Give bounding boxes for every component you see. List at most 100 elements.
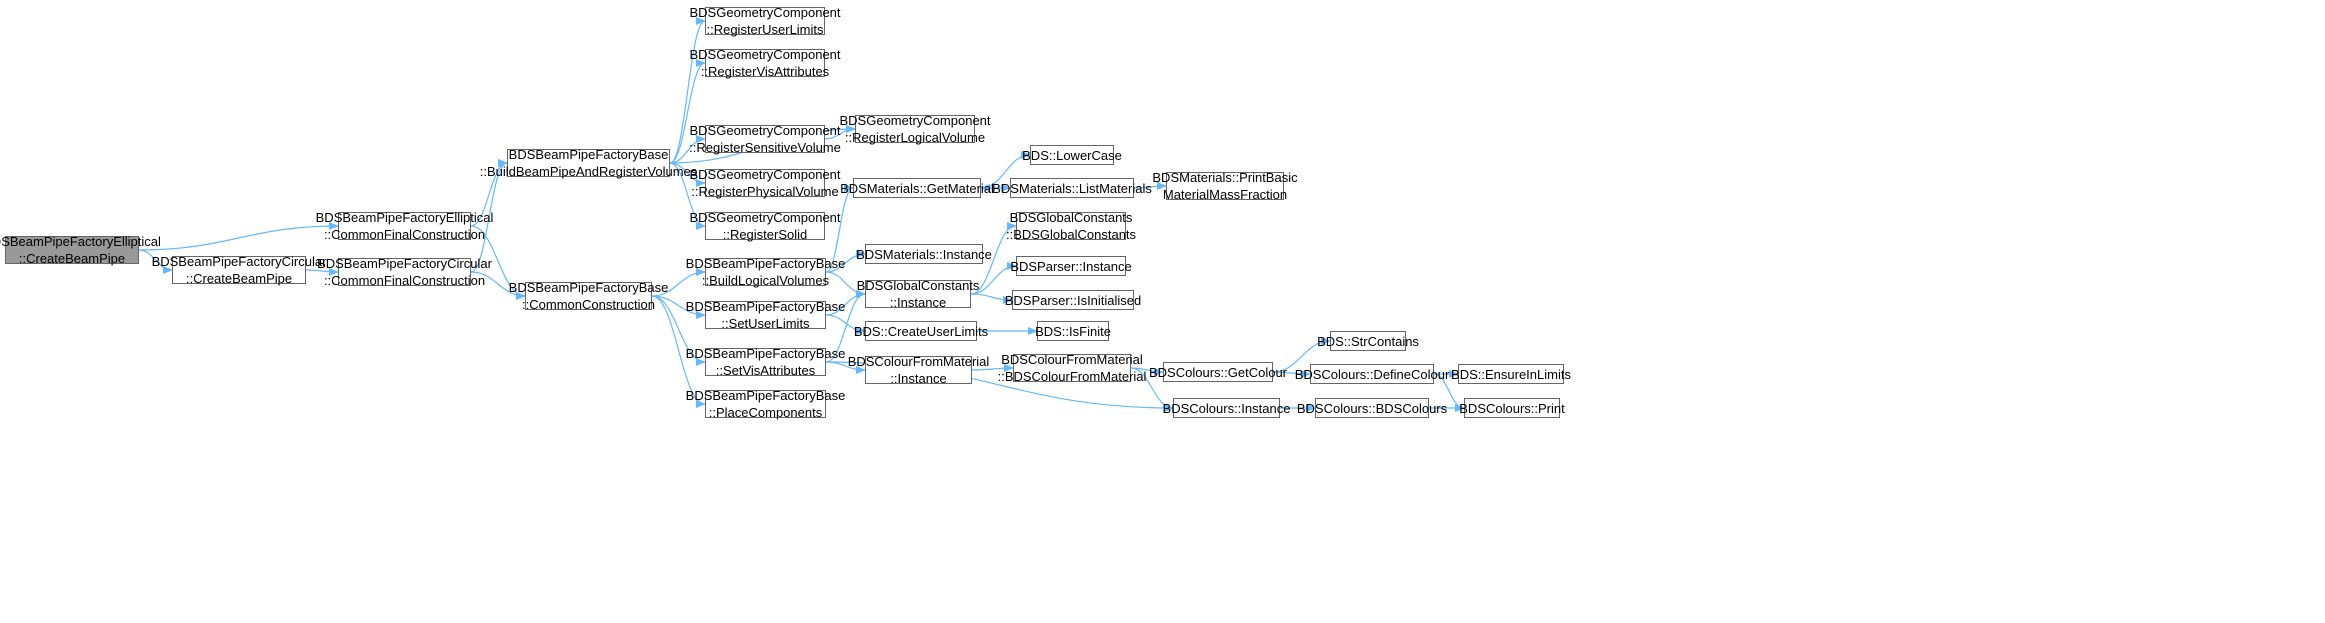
graph-node-label: ::RegisterSensitiveVolume	[689, 140, 841, 155]
graph-node-label: BDSBeamPipeFactoryBase	[508, 147, 669, 162]
graph-node-n15[interactable]: BDSBeamPipeFactoryBase::SetVisAttributes	[686, 346, 846, 378]
graph-node-n4[interactable]: BDSBeamPipeFactoryCircular::CommonFinalC…	[317, 256, 492, 288]
graph-node-label: BDSParser::Instance	[1010, 258, 1132, 274]
graph-node-label: BDSGeometryComponent	[689, 5, 841, 20]
graph-node-n22[interactable]: BDS::LowerCase	[1022, 145, 1122, 165]
graph-node-n33[interactable]: BDSColours::DefineColour	[1295, 364, 1449, 384]
graph-node-n21[interactable]: BDSColourFromMaterial::Instance	[848, 354, 990, 386]
graph-edge-n29-n31	[1130, 367, 1174, 412]
graph-node-n28[interactable]: BDS::IsFinite	[1035, 321, 1111, 341]
graph-node-label: ::CreateBeamPipe	[185, 271, 293, 286]
graph-node-label: BDSGeometryComponent	[839, 113, 991, 128]
graph-node-n29[interactable]: BDSColourFromMaterial::BDSColourFromMate…	[998, 352, 1147, 384]
graph-node-label: BDSColourFromMaterial	[1001, 352, 1143, 367]
graph-node-label: BDSBeamPipeFactoryCircular	[151, 254, 327, 269]
graph-edge-n6-n15	[651, 295, 706, 366]
graph-edge-n6-n16	[651, 295, 706, 408]
graph-node-n9[interactable]: BDSGeometryComponent::RegisterSensitiveV…	[689, 123, 841, 155]
graph-node-label: BDSBeamPipeFactoryCircular	[317, 256, 492, 271]
graph-node-n32[interactable]: BDS::StrContains	[1317, 331, 1419, 351]
graph-node-label: ::Instance	[890, 371, 947, 386]
graph-node-label: ::RegisterVisAttributes	[700, 64, 830, 79]
graph-edge-n4-n5	[470, 159, 508, 273]
graph-node-n10[interactable]: BDSGeometryComponent::RegisterPhysicalVo…	[690, 167, 841, 199]
graph-node-n7[interactable]: BDSGeometryComponent::RegisterUserLimits	[690, 5, 841, 37]
graph-node-label: ::SetVisAttributes	[715, 363, 816, 378]
graph-node-n6[interactable]: BDSBeamPipeFactoryBase::CommonConstructi…	[509, 280, 669, 312]
graph-node-label: BDSColours::DefineColour	[1294, 366, 1450, 382]
graph-node-label: BDSColourFromMaterial	[847, 354, 990, 369]
graph-node-label: ::PlaceComponents	[708, 405, 823, 420]
graph-node-label: BDS::LowerCase	[1022, 147, 1122, 163]
graph-node-label: ::BDSColourFromMaterial	[997, 369, 1147, 384]
graph-node-n13[interactable]: BDSBeamPipeFactoryBase::BuildLogicalVolu…	[686, 256, 846, 288]
graph-edge-n19-n26	[970, 262, 1017, 295]
graph-node-n31[interactable]: BDSColours::Instance	[1163, 398, 1290, 418]
graph-node-label: BDSParser::IsInitialised	[1004, 292, 1142, 308]
graph-edge-n30-n33	[1272, 369, 1311, 378]
graph-node-n14[interactable]: BDSBeamPipeFactoryBase::SetUserLimits	[686, 299, 846, 331]
graph-node-label: BDSBeamPipeFactoryElliptical	[315, 210, 494, 225]
graph-node-label: BDSColours::Print	[1459, 400, 1565, 416]
graph-node-label: ::BuildBeamPipeAndRegisterVolumes	[479, 164, 698, 179]
graph-node-n8[interactable]: BDSGeometryComponent::RegisterVisAttribu…	[690, 47, 841, 79]
graph-node-n20[interactable]: BDS::CreateUserLimits	[854, 321, 988, 341]
graph-node-label: BDSBeamPipeFactoryBase	[685, 388, 846, 403]
graph-node-label: MaterialMassFraction	[1162, 187, 1288, 202]
graph-node-n5[interactable]: BDSBeamPipeFactoryBase::BuildBeamPipeAnd…	[480, 147, 698, 179]
graph-node-label: BDS::StrContains	[1317, 333, 1419, 349]
graph-node-n11[interactable]: BDSGeometryComponent::RegisterSolid	[690, 210, 841, 242]
graph-node-label: BDS::EnsureInLimits	[1451, 366, 1571, 382]
graph-node-label: BDSMaterials::Instance	[856, 246, 992, 262]
graph-node-label: BDSGlobalConstants	[1009, 210, 1133, 225]
graph-node-label: BDSBeamPipeFactoryBase	[685, 256, 846, 271]
graph-node-n18[interactable]: BDSMaterials::Instance	[856, 244, 992, 264]
graph-node-n35[interactable]: BDS::EnsureInLimits	[1451, 364, 1571, 384]
graph-node-label: ::CommonFinalConstruction	[323, 273, 486, 288]
graph-edge-n21-n29	[971, 364, 1014, 373]
graph-edge-n3-n4	[305, 267, 339, 276]
graph-node-label: BDSMaterials::PrintBasic	[1152, 170, 1298, 185]
graph-node-label: BDSColours::Instance	[1162, 400, 1291, 416]
graph-node-label: BDSGeometryComponent	[689, 167, 841, 182]
graph-node-label: ::RegisterUserLimits	[706, 22, 824, 37]
graph-node-n26[interactable]: BDSParser::Instance	[1010, 256, 1132, 276]
graph-node-n19[interactable]: BDSGlobalConstants::Instance	[857, 278, 980, 310]
graph-edge-n5-n9	[669, 135, 706, 164]
graph-node-label: ::CommonFinalConstruction	[323, 227, 486, 242]
graph-node-n25[interactable]: BDSGlobalConstants::BDSGlobalConstants	[1006, 210, 1136, 242]
graph-node-label: ::Instance	[889, 295, 947, 310]
graph-node-n30[interactable]: BDSColours::GetColour	[1149, 362, 1287, 382]
graph-edge-n33-n36	[1433, 373, 1465, 412]
graph-node-n12[interactable]: BDSGeometryComponent::RegisterLogicalVol…	[840, 113, 991, 145]
graph-node-label: ::CreateBeamPipe	[18, 251, 126, 266]
graph-node-n17[interactable]: BDSMaterials::GetMaterial	[840, 178, 994, 198]
graph-node-label: BDSBeamPipeFactoryBase	[508, 280, 669, 295]
graph-edge-n9-n12	[824, 125, 856, 140]
graph-node-n27[interactable]: BDSParser::IsInitialised	[1005, 290, 1141, 310]
graph-edge-n30-n32	[1272, 337, 1331, 373]
graph-node-n34[interactable]: BDSColours::BDSColours	[1297, 398, 1447, 418]
graph-node-label: ::BDSGlobalConstants	[1005, 227, 1137, 242]
graph-edge-n4-n6	[470, 271, 526, 300]
graph-node-label: BDSGeometryComponent	[689, 123, 841, 138]
graph-edge-n19-n25	[970, 222, 1017, 295]
graph-node-label: BDSBeamPipeFactoryElliptical	[0, 234, 161, 249]
graph-edge-n5-n8	[669, 59, 706, 164]
graph-node-n23[interactable]: BDSMaterials::ListMaterials	[992, 178, 1152, 198]
graph-edge-n19-n27	[970, 293, 1013, 304]
graph-node-n16[interactable]: BDSBeamPipeFactoryBase::PlaceComponents	[686, 388, 846, 420]
graph-edge-n6-n13	[651, 268, 706, 297]
graph-edge-n13-n17	[825, 184, 854, 273]
graph-node-n36[interactable]: BDSColours::Print	[1459, 398, 1565, 418]
graph-node-label: ::SetUserLimits	[721, 316, 810, 331]
graph-edge-n5-n7	[669, 17, 706, 164]
graph-node-label: BDS::CreateUserLimits	[853, 323, 989, 339]
graph-node-label: BDSMaterials::ListMaterials	[992, 180, 1152, 196]
graph-node-n3[interactable]: BDSBeamPipeFactoryCircular::CreateBeamPi…	[152, 254, 327, 286]
graph-node-label: BDSGlobalConstants	[856, 278, 980, 293]
graph-node-label: BDSBeamPipeFactoryBase	[685, 346, 846, 361]
graph-node-n1[interactable]: BDSBeamPipeFactoryElliptical::CreateBeam…	[0, 234, 161, 266]
graph-node-n2[interactable]: BDSBeamPipeFactoryElliptical::CommonFina…	[316, 210, 494, 242]
